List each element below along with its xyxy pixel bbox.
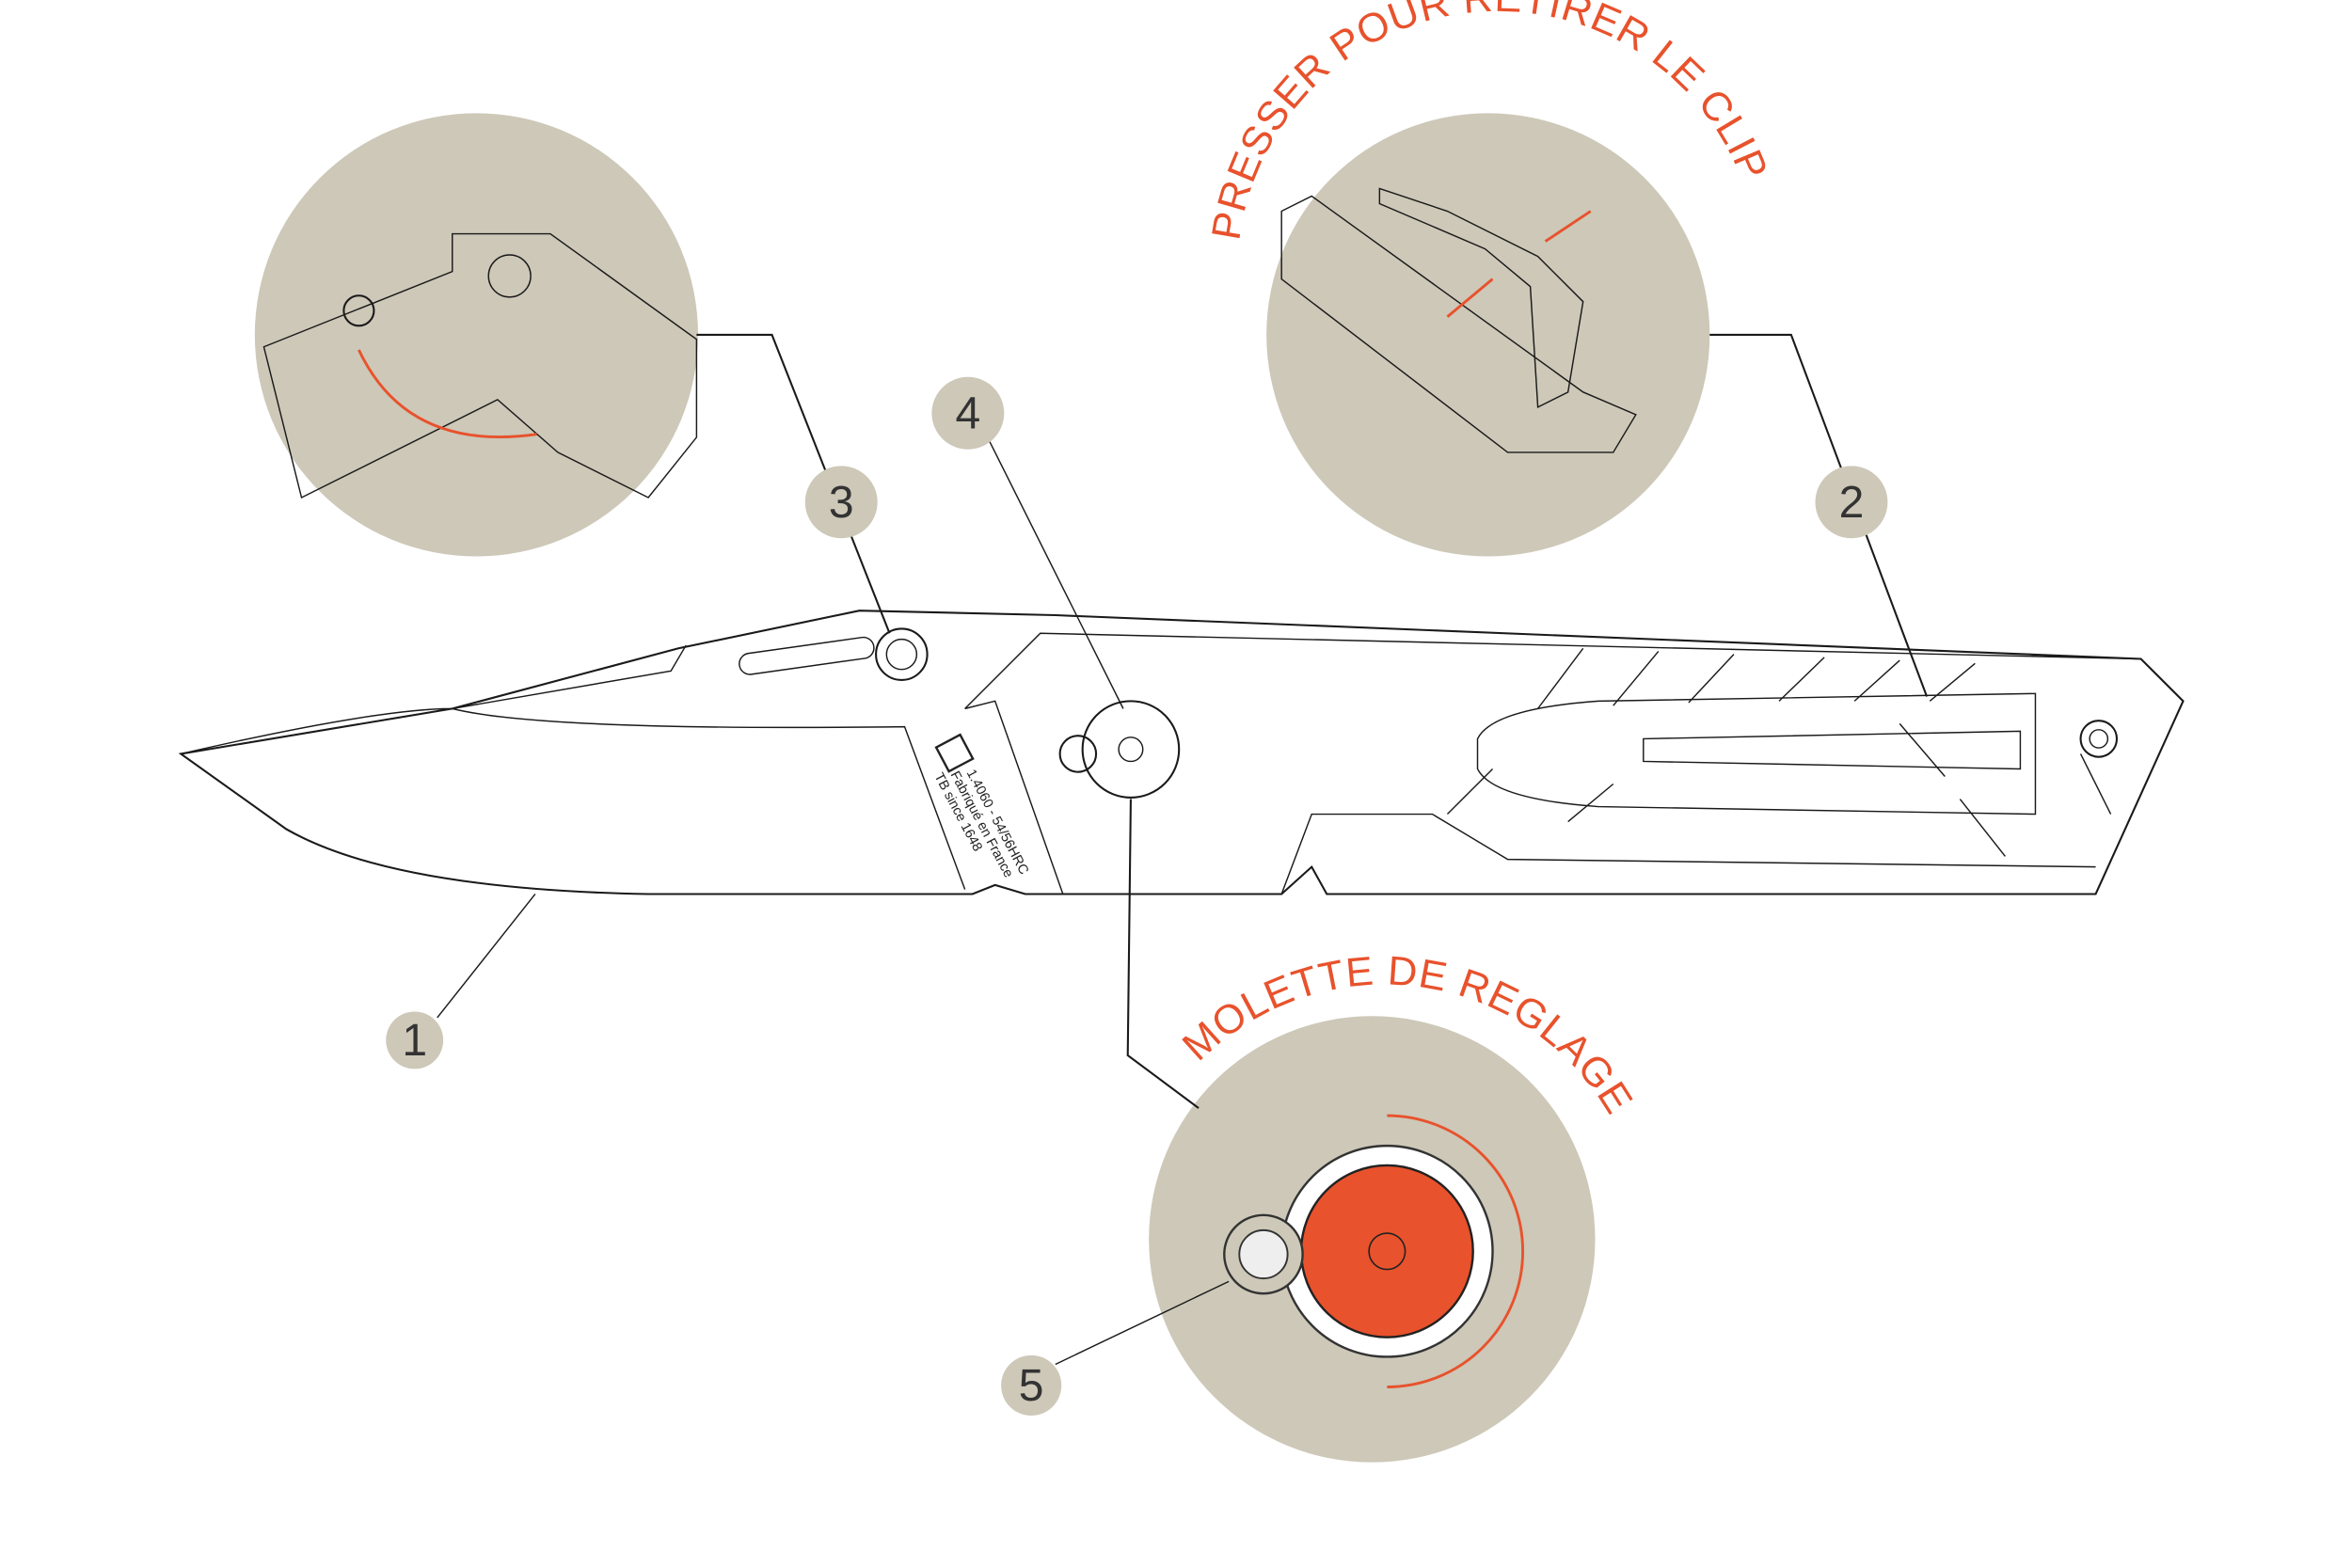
- rear-screw: [2079, 720, 2119, 758]
- detail-clip: PRESSER POUR RETIRER LE CLIP: [1203, 0, 1929, 697]
- svg-text:1: 1: [402, 1015, 427, 1066]
- svg-text:5: 5: [1019, 1360, 1044, 1411]
- knife: 1.4060 - 54/56HRC Fabriqué en France TB …: [178, 610, 2185, 895]
- blade-outline: [178, 610, 2185, 895]
- lock-screw: [1058, 735, 1098, 773]
- svg-text:3: 3: [829, 477, 854, 528]
- pivot-screw: [875, 627, 929, 681]
- callout-2: 2: [1815, 466, 1888, 539]
- callout-5: 5: [1001, 1354, 1062, 1416]
- svg-text:2: 2: [1839, 477, 1865, 528]
- svg-text:4: 4: [955, 388, 980, 438]
- detail-wheel: MOLETTE DE REGLAGE: [1126, 799, 1641, 1463]
- detail-pivot: [254, 113, 891, 634]
- callout-4: 4: [931, 376, 1005, 450]
- callout-3: 3: [804, 466, 878, 539]
- adjustment-wheel: [1081, 700, 1181, 799]
- callout-1: 1: [386, 1011, 444, 1069]
- wheel-knob: [1299, 1164, 1474, 1338]
